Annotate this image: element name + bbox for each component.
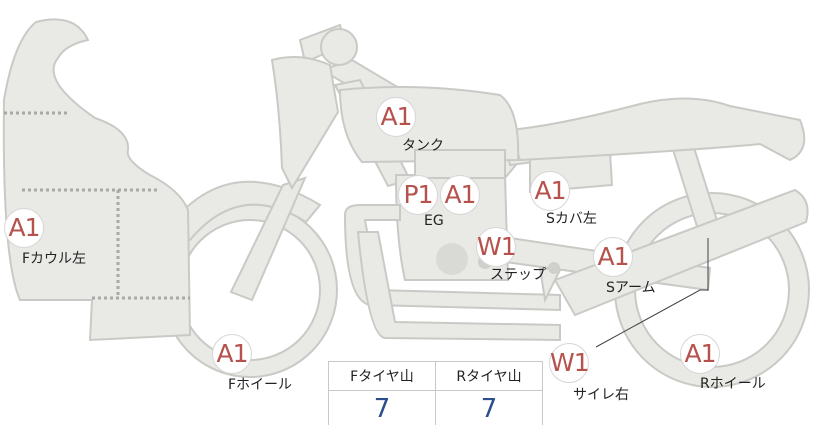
front-cowl-shape bbox=[2, 18, 192, 342]
silencer-shape bbox=[553, 188, 809, 317]
tread-table-header-row: Fタイヤ山 Rタイヤ山 bbox=[328, 361, 543, 391]
value-front-tire-tread: 7 bbox=[328, 390, 436, 425]
label-r-wheel: Rホイール bbox=[700, 376, 766, 392]
exhaust-lower-shape bbox=[356, 231, 561, 342]
label-step: ステップ bbox=[490, 267, 546, 283]
value-rear-tire-tread: 7 bbox=[435, 390, 543, 425]
label-f-wheel: Fホイール bbox=[228, 377, 293, 393]
seat-shape bbox=[508, 97, 806, 162]
label-f-cowl-left: Fカウル左 bbox=[22, 251, 87, 267]
tire-tread-table: Fタイヤ山 Rタイヤ山 7 7 bbox=[328, 361, 543, 425]
grade-badge-silencer-right: W1 bbox=[549, 343, 590, 383]
headlight-stay-shape bbox=[270, 55, 340, 191]
label-engine: EG bbox=[424, 213, 444, 229]
grade-badge-r-wheel: A1 bbox=[680, 334, 720, 374]
label-silencer-right: サイレ右 bbox=[573, 387, 629, 403]
header-front-tire-tread: Fタイヤ山 bbox=[328, 361, 436, 391]
grade-badge-s-cover-left: A1 bbox=[530, 171, 570, 211]
label-tank: タンク bbox=[402, 138, 444, 154]
grade-badge-f-cowl-left: A1 bbox=[4, 208, 44, 248]
leader-line bbox=[595, 238, 709, 348]
grade-badge-f-wheel: A1 bbox=[212, 334, 252, 374]
header-rear-tire-tread: Rタイヤ山 bbox=[435, 361, 543, 391]
tread-table-value-row: 7 7 bbox=[328, 390, 543, 425]
grade-badge-step: W1 bbox=[476, 227, 517, 267]
label-s-cover-left: Sカバ左 bbox=[546, 211, 597, 227]
label-s-arm: Sアーム bbox=[606, 280, 656, 296]
grade-badge-engine-p: P1 bbox=[398, 175, 438, 215]
grade-badge-tank: A1 bbox=[376, 97, 416, 137]
grade-badge-s-arm: A1 bbox=[593, 237, 633, 277]
grade-badge-engine: A1 bbox=[440, 175, 480, 215]
